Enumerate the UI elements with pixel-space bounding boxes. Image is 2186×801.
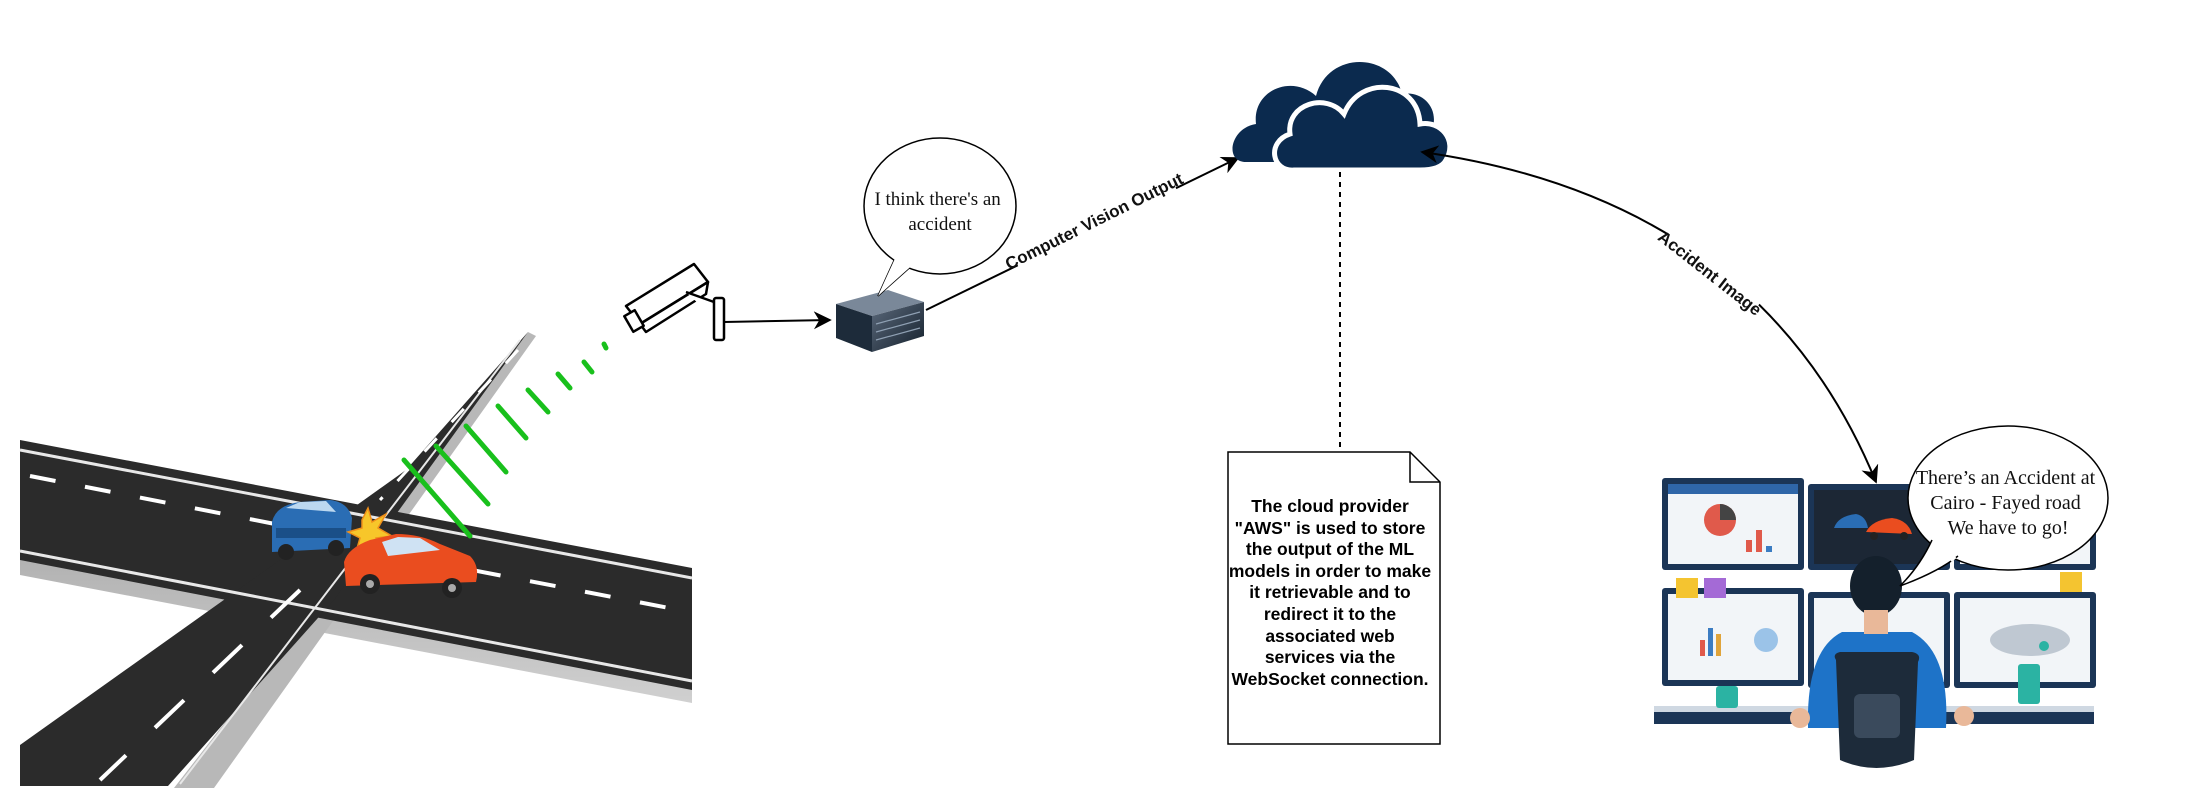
server-thought-bubble: I think there's an accident [863, 137, 1017, 297]
blue-car-icon [272, 500, 352, 560]
operator-speech-line-1: There’s an Accident at [1916, 467, 2096, 489]
edge-label-computer-vision-output: Computer Vision Output [1002, 169, 1186, 274]
monitor-bottom-right [1954, 572, 2096, 704]
server-thought-line-1: I think there's an [874, 189, 1001, 210]
server-thought-line-2: accident [908, 214, 972, 235]
svg-text:I think there's an accid: I think there's an accident [874, 189, 1005, 235]
edge-label-accident-image: Accident Image [1654, 227, 1765, 319]
server-icon [836, 290, 924, 352]
monitor-bottom-left [1662, 578, 1804, 686]
camera-signal-waves [401, 341, 609, 539]
svg-text:There’s an Accident at C: There’s an Accident at Cairo - Fayed roa… [1916, 467, 2100, 539]
cloud-icon [1232, 62, 1453, 173]
camera-to-server-edge [723, 311, 832, 330]
operator-speech-bubble: There’s an Accident at Cairo - Fayed roa… [1899, 425, 2109, 587]
red-car-icon [344, 534, 478, 598]
cloud-to-operator-edge [1420, 145, 1879, 484]
operator-speech-line-2: Cairo - Fayed road [1930, 492, 2081, 514]
operator-person-icon [1790, 556, 1974, 768]
monitor-top-left [1662, 478, 1804, 570]
operator-speech-line-3: We have to go! [1947, 517, 2068, 539]
aws-note-text: The cloud provider "AWS" is used to stor… [1228, 496, 1432, 689]
cctv-camera-icon [623, 262, 726, 342]
